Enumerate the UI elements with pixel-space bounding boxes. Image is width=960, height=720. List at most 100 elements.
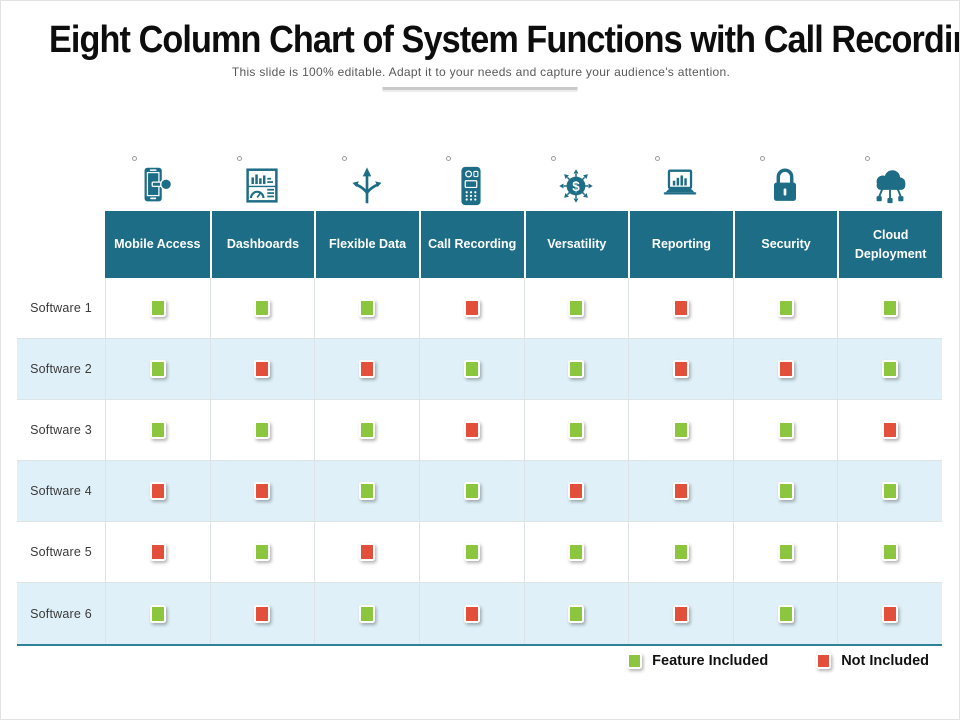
feature-cell	[837, 583, 942, 644]
bullet-circle	[132, 156, 138, 161]
feature-cell	[732, 522, 838, 582]
legend-included-label: Feature Included	[652, 653, 769, 669]
legend-not-included-label: Not Included	[841, 653, 929, 669]
feature-included-marker	[149, 360, 166, 378]
column-header-cloud-deployment: Cloud Deployment	[837, 211, 942, 278]
feature-included-marker	[672, 421, 689, 439]
feature-cell	[105, 339, 210, 399]
feature-included-marker	[672, 543, 689, 561]
not-included-swatch	[816, 653, 832, 669]
feature-cell	[314, 339, 419, 399]
feature-cell	[628, 278, 733, 338]
feature-included-marker	[882, 299, 899, 317]
feature-not-included-marker	[149, 543, 166, 561]
feature-cell	[209, 400, 315, 460]
feature-included-marker	[777, 299, 794, 317]
svg-text:$: $	[572, 179, 580, 194]
feature-included-marker	[777, 421, 794, 439]
feature-cell	[418, 461, 524, 521]
feature-cell	[523, 461, 629, 521]
feature-included-marker	[568, 421, 585, 439]
feature-cell	[732, 400, 838, 460]
column-header-mobile-access: Mobile Access	[105, 211, 210, 278]
table-row: Software 4	[17, 461, 942, 522]
feature-included-marker	[463, 360, 480, 378]
feature-included-marker	[359, 421, 376, 439]
bullet-circle	[864, 156, 870, 161]
feature-cell	[628, 583, 733, 644]
table-row: Software 3	[17, 400, 942, 461]
icon-row: $	[17, 147, 942, 211]
feature-cell	[837, 400, 942, 460]
feature-not-included-marker	[672, 360, 689, 378]
feature-cell	[314, 522, 419, 582]
table-row: Software 2	[17, 339, 942, 400]
feature-cell	[732, 339, 838, 399]
table-row: Software 1	[17, 278, 942, 339]
feature-included-marker	[882, 543, 899, 561]
feature-cell	[314, 583, 419, 644]
feature-cell	[418, 278, 524, 338]
feature-not-included-marker	[672, 604, 689, 623]
feature-not-included-marker	[463, 299, 480, 317]
feature-not-included-marker	[254, 482, 271, 500]
feature-cell	[523, 522, 629, 582]
feature-cell	[209, 339, 315, 399]
feature-included-marker	[777, 482, 794, 500]
feature-not-included-marker	[359, 543, 376, 561]
feature-cell	[314, 278, 419, 338]
feature-cell	[523, 339, 629, 399]
legend-item-included: Feature Included	[627, 653, 768, 669]
bullet-circle	[236, 156, 242, 161]
subtitle-divider	[382, 87, 578, 92]
feature-included-marker	[568, 299, 585, 317]
bullet-circle	[655, 156, 661, 161]
mobile-access-icon	[105, 147, 210, 211]
page-title: Eight Column Chart of System Functions w…	[49, 19, 960, 61]
feature-cell	[209, 278, 315, 338]
feature-included-marker	[568, 360, 585, 378]
bullet-circle	[550, 156, 556, 161]
feature-cell	[837, 461, 942, 521]
feature-included-marker	[254, 543, 271, 561]
feature-included-marker	[882, 360, 899, 378]
legend-item-not-included: Not Included	[816, 653, 929, 669]
feature-not-included-marker	[568, 482, 585, 500]
security-icon	[733, 147, 838, 211]
feature-not-included-marker	[463, 604, 480, 623]
table-row: Software 5	[17, 522, 942, 583]
feature-cell	[732, 583, 838, 644]
row-label: Software 1	[30, 301, 92, 315]
feature-not-included-marker	[359, 360, 376, 378]
column-header-call-recording: Call Recording	[418, 211, 524, 278]
feature-cell	[523, 400, 629, 460]
feature-included-marker	[882, 482, 899, 500]
feature-cell	[314, 400, 419, 460]
feature-cell	[105, 278, 210, 338]
bullet-circle	[760, 156, 766, 161]
bullet-circle	[446, 156, 452, 161]
feature-cell	[105, 522, 210, 582]
feature-not-included-marker	[672, 482, 689, 500]
feature-not-included-marker	[254, 360, 271, 378]
column-header-flexible-data: Flexible Data	[314, 211, 419, 278]
cloud-deployment-icon	[837, 147, 942, 211]
table-row: Software 6	[17, 583, 942, 644]
feature-cell	[628, 522, 733, 582]
feature-cell	[105, 400, 210, 460]
feature-cell	[418, 583, 524, 644]
feature-included-marker	[149, 421, 166, 439]
versatility-icon: $	[524, 147, 629, 211]
feature-included-marker	[149, 299, 166, 317]
page-subtitle: This slide is 100% editable. Adapt it to…	[231, 65, 731, 79]
feature-included-marker	[359, 482, 376, 500]
feature-cell	[418, 400, 524, 460]
bullet-circle	[341, 156, 347, 161]
feature-included-marker	[463, 543, 480, 561]
feature-included-marker	[777, 543, 794, 561]
feature-cell	[837, 522, 942, 582]
feature-included-marker	[359, 604, 376, 623]
row-label: Software 2	[30, 362, 92, 376]
